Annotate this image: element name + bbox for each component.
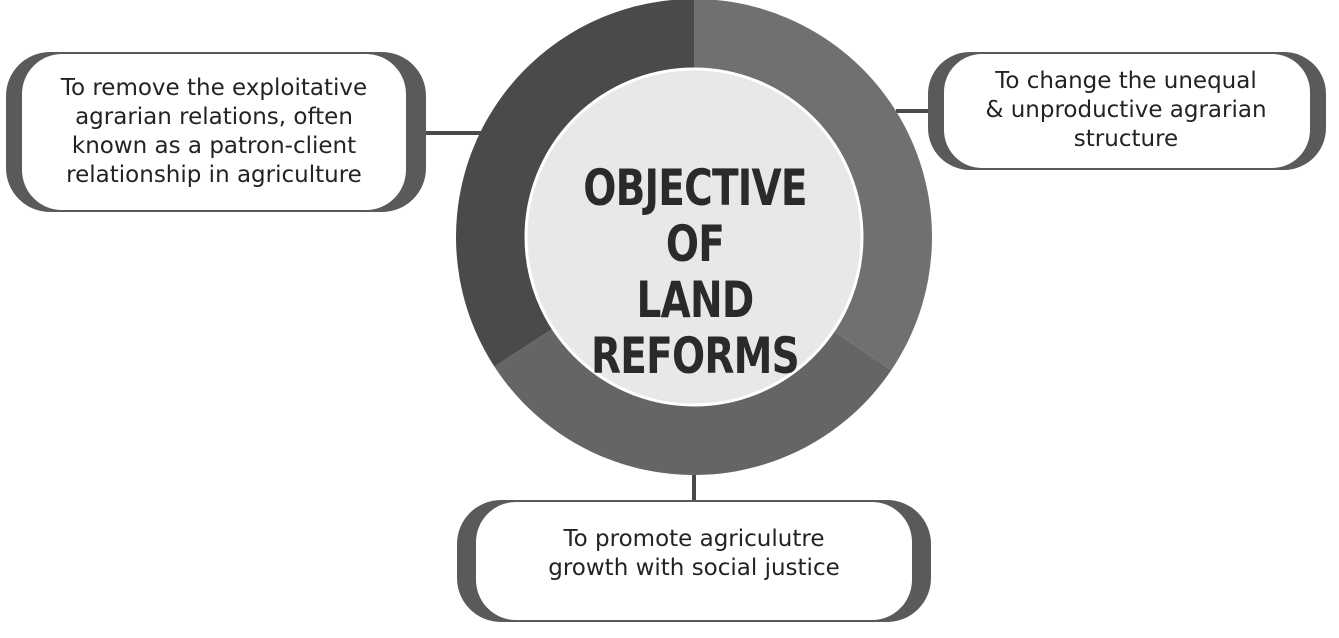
text-line: agrarian relations, often (75, 104, 353, 130)
ring-segment-left (456, 0, 694, 367)
box-right-card (944, 54, 1310, 168)
center-title-line-1: OBJECTIVE OF (583, 159, 807, 273)
text-line: growth with social justice (548, 555, 840, 581)
objective-box-bottom (457, 500, 931, 622)
text-line: known as a patron-client (71, 133, 357, 159)
ring-segment-bottom (494, 327, 892, 476)
text-line: & unproductive agrarian (985, 97, 1267, 123)
box-left-card (22, 54, 406, 210)
text-line: To remove the exploitative (60, 75, 368, 101)
objective-box-left (6, 52, 426, 212)
text-line: relationship in agriculture (66, 162, 362, 188)
text-line: To change the unequal (995, 68, 1257, 94)
objective-text-right: To change the unequal & unproductive agr… (954, 67, 1298, 154)
box-bottom-card (476, 502, 912, 620)
objective-box-right (928, 52, 1326, 170)
text-line: To promote agriculutre (563, 526, 825, 552)
objective-text-left: To remove the exploitative agrarian rela… (28, 74, 400, 190)
ring (456, 0, 932, 476)
objective-text-bottom: To promote agriculutre growth with socia… (486, 525, 902, 583)
text-line: structure (1073, 126, 1179, 152)
ring-segment-right (694, 0, 932, 371)
center-circle (524, 67, 864, 407)
center-title-line-2: LAND REFORMS (591, 271, 800, 385)
center-title: OBJECTIVE OF LAND REFORMS (566, 160, 823, 384)
